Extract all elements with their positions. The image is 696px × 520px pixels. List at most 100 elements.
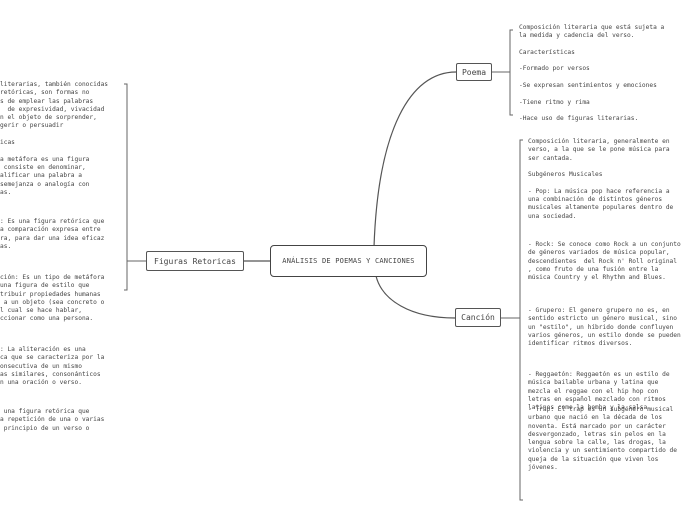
- note-line: -Formado por versos: [519, 65, 590, 73]
- note-line: música Country y el Rhythm and Blues.: [528, 274, 666, 282]
- note-line: [528, 163, 673, 171]
- note-line: queja de la situación que viven los: [528, 455, 659, 463]
- note-line: música bailable urbana y latina que: [528, 379, 659, 387]
- note-line: de expresividad, vivacidad: [0, 105, 105, 113]
- note-line: [519, 41, 664, 49]
- note-line: jóvenes.: [528, 464, 558, 472]
- note-line: [0, 147, 108, 155]
- note-line: alificar una palabra a: [0, 172, 82, 180]
- note-line: sentido estricto un género musical, sino: [528, 315, 678, 323]
- note-line: [519, 74, 664, 82]
- connector-center-to-poema: [373, 71, 457, 248]
- poema-label: Poema: [461, 67, 487, 77]
- note-line: ción: Es un tipo de metáfora: [0, 274, 105, 281]
- note-line: literarias, también conocidas: [0, 81, 109, 88]
- note-line: ser cantada.: [528, 154, 573, 162]
- figuras-retoricas-node[interactable]: Figuras Retoricas: [146, 251, 244, 271]
- bracket-cancion-notes: [501, 139, 523, 501]
- note-line: -Se expresan sentimientos y emociones: [519, 82, 657, 90]
- note-line: identificar ritmos diversos.: [528, 340, 633, 348]
- note-line: a repetición de una o varias: [0, 416, 105, 424]
- central-topic-label: ANÁLISIS DE POEMAS Y CANCIONES: [282, 257, 415, 265]
- poema-node[interactable]: Poema: [456, 63, 492, 81]
- note-line: un "estilo", un híbrido donde confluyen: [528, 323, 674, 331]
- note-line: - Reggaetón: Reggaetón es un estilo de: [528, 371, 670, 378]
- note-line: consiste en denominar,: [0, 163, 86, 171]
- note-line: -Tiene ritmo y rima: [519, 98, 590, 106]
- note-line: [528, 179, 673, 187]
- note-line: Características: [519, 48, 575, 56]
- cancion-rock-notes: - Rock: Se conoce como Rock a un conjunt…: [528, 241, 681, 282]
- note-line: semejanza o analogía con: [0, 180, 90, 188]
- note-line: - Rock: Se conoce como Rock a un conjunt…: [528, 241, 681, 248]
- central-topic-node[interactable]: ANÁLISIS DE POEMAS Y CANCIONES: [270, 245, 427, 277]
- note-line: [519, 90, 664, 98]
- note-line: tribuir propiedades humanas: [0, 290, 101, 298]
- note-line: - Grupero: El genero grupero no es, en: [528, 307, 670, 314]
- note-line: ccionar como una persona.: [0, 315, 94, 323]
- note-line: as.: [0, 242, 12, 250]
- note-line: desvergonzado, letras sin pelos en la: [528, 430, 666, 438]
- note-line: onsecutiva de un mismo: [0, 362, 82, 370]
- note-line: as similares, consonánticos: [0, 370, 101, 378]
- note-line: [0, 131, 108, 139]
- note-line: retóricas, son formas no: [0, 89, 90, 97]
- note-line: de géneros variados de música popular,: [528, 249, 670, 257]
- note-line: noventa. Está marcado por un carácter: [528, 422, 666, 430]
- note-line: descendientes del Rock n' Roll original: [528, 257, 678, 265]
- note-line: una figura retórica que: [0, 408, 90, 415]
- note-line: una sociedad.: [528, 212, 577, 220]
- note-line: - Trap: El trap es un subgénero musical: [528, 406, 674, 413]
- note-line: gerir o persuadir: [0, 122, 64, 130]
- note-line: [519, 57, 664, 65]
- note-line: : Es una figura retórica que: [0, 218, 105, 225]
- note-line: : La aliteración es una: [0, 346, 86, 353]
- note-line: urbano que nació en la década de los: [528, 414, 663, 422]
- note-line: musicales altamente populares dentro de: [528, 204, 674, 212]
- note-line: latinos como la bomba y la salsa.: [528, 404, 651, 412]
- note-line: violencia y un sentimiento compartido de: [528, 447, 678, 455]
- note-line: letras en español mezclado con ritmos: [528, 395, 666, 403]
- note-line: as.: [0, 188, 12, 196]
- note-line: Composición literaria, generalmente en: [528, 138, 670, 145]
- note-line: la medida y cadencia del verso.: [519, 32, 635, 40]
- note-line: a un objeto (sea concreto o: [0, 298, 105, 306]
- note-line: ra, para dar una idea eficaz: [0, 234, 105, 242]
- connector-center-to-cancion: [375, 275, 456, 319]
- note-line: [519, 107, 664, 115]
- note-line: n una oración o verso.: [0, 379, 82, 387]
- note-line: Subgéneros Musicales: [528, 171, 603, 179]
- note-line: -Hace uso de figuras literarias.: [519, 115, 639, 123]
- note-line: lengua sobre la calle, las drogas, la: [528, 439, 666, 447]
- note-line: ca que se caracteriza por la: [0, 354, 105, 362]
- note-line: - Pop: La música pop hace referencia a: [528, 187, 670, 195]
- note-line: icas: [0, 139, 15, 147]
- bracket-figuras-notes: [124, 83, 146, 291]
- note-line: s de emplear las palabras: [0, 97, 94, 105]
- cancion-node[interactable]: Canción: [455, 308, 501, 327]
- note-line: una figura de estilo que: [0, 282, 90, 290]
- note-line: a comparación expresa entre: [0, 226, 101, 234]
- note-line: n el objeto de sorprender,: [0, 114, 97, 122]
- figuras-retoricas-label: Figuras Retoricas: [154, 256, 236, 266]
- bracket-poema-notes: [492, 29, 513, 116]
- note-line: verso, a la que se le pone música para: [528, 146, 670, 154]
- note-line: varios géneros, un estilo donde se puede…: [528, 331, 681, 339]
- note-line: una combinación de distintos géneros: [528, 196, 663, 204]
- note-line: , como fruto de una fusión entre la: [528, 265, 659, 273]
- note-line: principio de un verso o: [0, 424, 90, 432]
- note-line: l cual se hace hablar,: [0, 307, 82, 315]
- note-line: Composición literaria que está sujeta a: [519, 24, 665, 31]
